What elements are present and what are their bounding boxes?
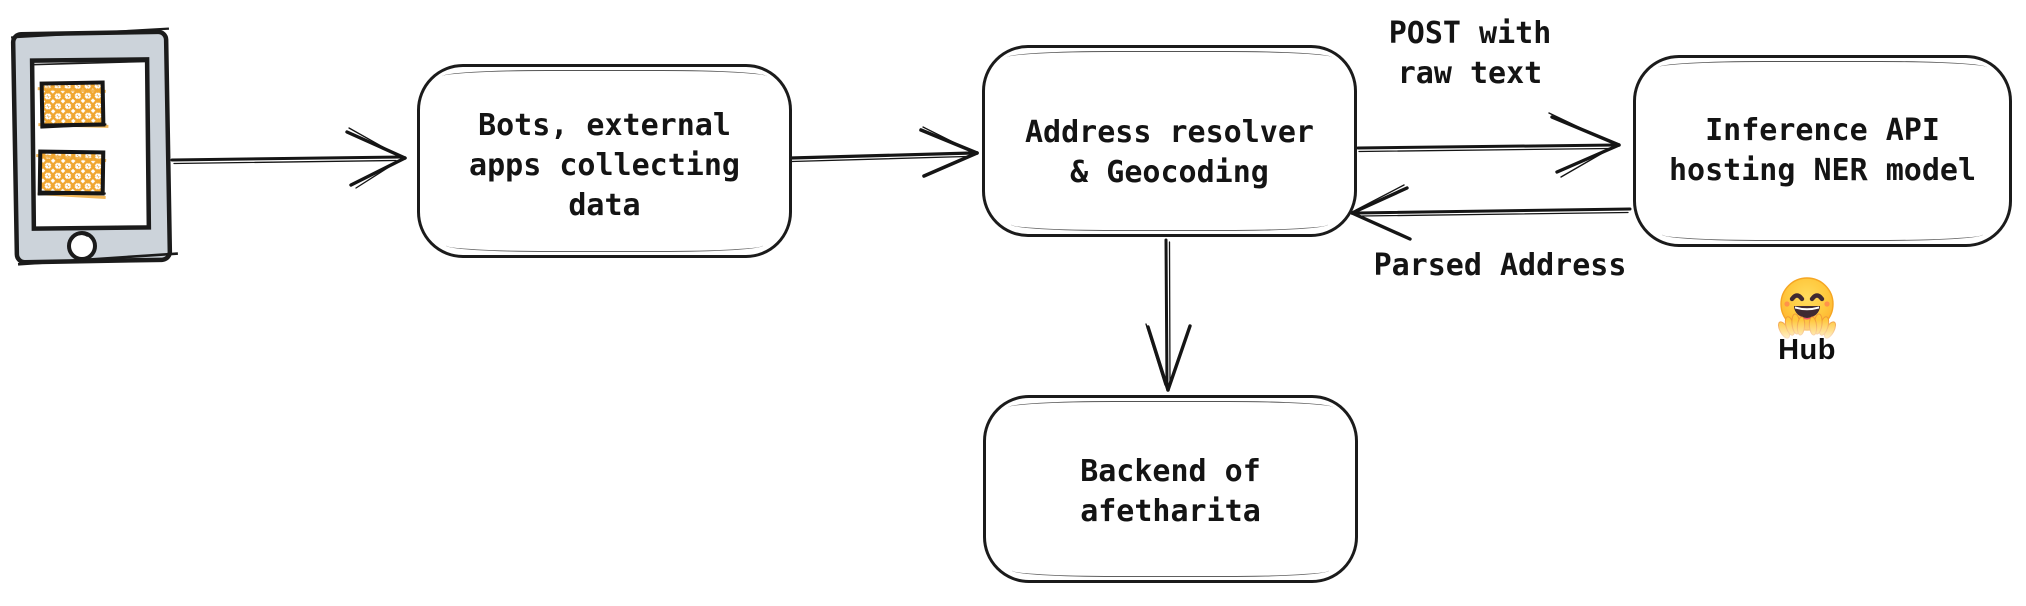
node-label-line: Bots, external (478, 108, 731, 143)
phone-home-button (67, 231, 97, 261)
arrow-phone-to-bots (170, 127, 407, 189)
node-address-resolver: Address resolver & Geocoding (982, 45, 1357, 237)
node-label-line: hosting NER model (1668, 153, 1977, 188)
node-label-line: afetharita (1080, 494, 1261, 529)
huggingface-hub: Hub (1762, 274, 1852, 365)
node-label-line: data (568, 188, 641, 223)
edge-label-line: POST with (1388, 16, 1552, 51)
arrow-resolver-to-backend (1145, 238, 1192, 392)
hugging-face-emoji-icon (1771, 277, 1843, 350)
node-inference-api: Inference API hosting NER model (1633, 55, 2012, 247)
hub-label: Hub (1778, 334, 1836, 366)
edge-label-line: raw text (1397, 56, 1543, 91)
phone-svg (10, 27, 178, 266)
arrow-resolver-to-inference (1356, 112, 1621, 178)
node-backend-afetharita: Backend of afetharita (983, 395, 1358, 583)
node-label-line: & Geocoding (1070, 155, 1269, 190)
edge-label-post-raw-text: POST with raw text (1335, 14, 1605, 94)
node-bots-external-apps: Bots, external apps collecting data (417, 64, 792, 258)
arrow-bots-to-resolver (789, 126, 979, 178)
node-label-line: Inference API (1705, 113, 1940, 148)
node-label-line: Backend of (1080, 454, 1261, 489)
edge-label-parsed-address: Parsed Address (1350, 246, 1650, 286)
node-label-line: apps collecting (469, 148, 740, 183)
arrow-inference-to-resolver (1350, 184, 1632, 241)
edge-label-line: Parsed Address (1373, 248, 1627, 283)
node-label-line: Address resolver (1025, 115, 1314, 150)
mobile-phone-icon (8, 26, 178, 268)
